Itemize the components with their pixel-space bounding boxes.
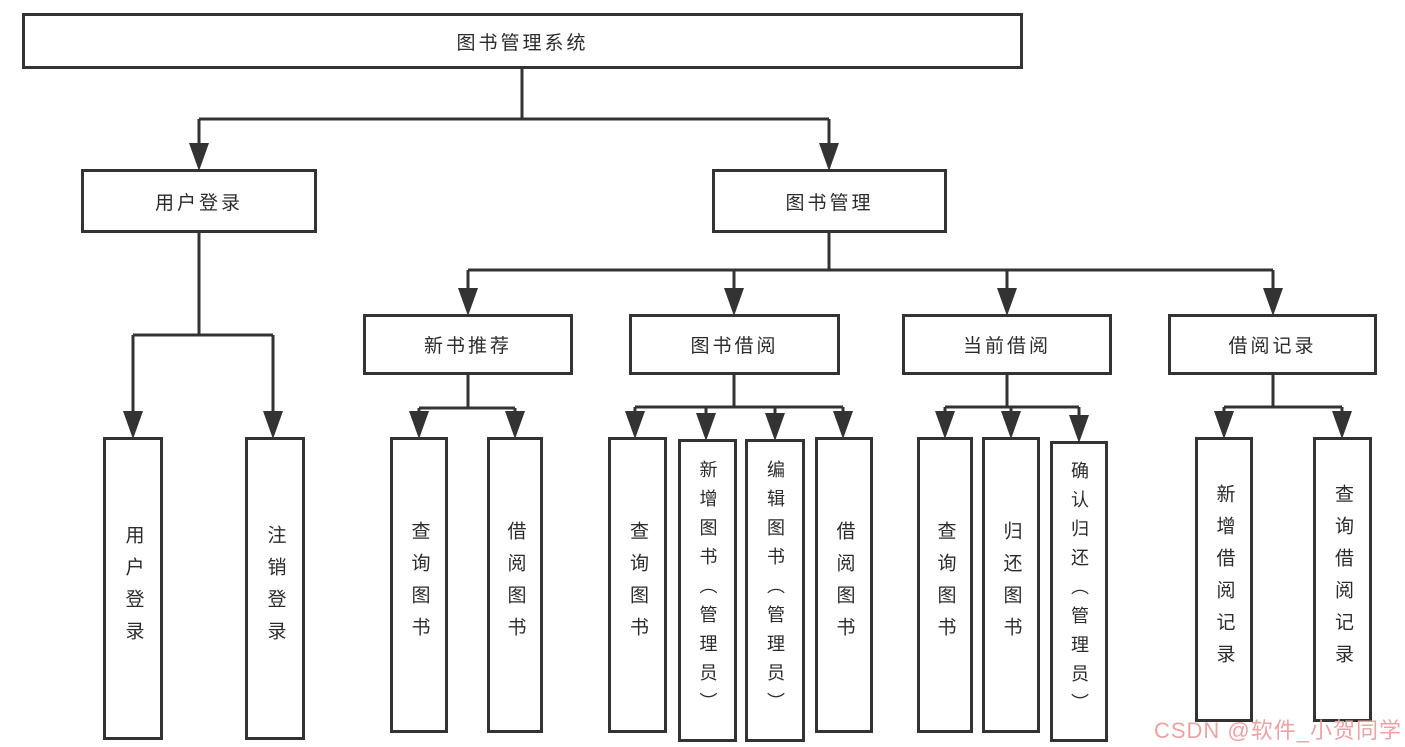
node-borrow-record: 借阅记录: [1168, 314, 1377, 375]
node-user-login-label: 用户登录: [154, 192, 243, 214]
node-leaf-bor-query-book-label: 查询图书: [627, 521, 648, 649]
node-leaf-bor-add-book: 新增图书（管理员）: [678, 439, 737, 742]
connector-paths: [131, 69, 1344, 420]
node-leaf-log-add-record-label: 新增借阅记录: [1213, 483, 1235, 676]
node-new-book-rec-label: 新书推荐: [423, 336, 512, 357]
node-leaf-logout-label: 注销登录: [264, 524, 286, 653]
node-leaf-cur-return-book: 归还图书: [982, 437, 1040, 733]
edge-book-borrow-split: [633, 375, 845, 418]
node-leaf-bor-edit-book-label: 编辑图书（管理员）: [765, 460, 785, 721]
node-leaf-rec-query-book-label: 查询图书: [408, 521, 430, 649]
node-root: 图书管理系统: [22, 13, 1023, 69]
node-leaf-bor-add-book-label: 新增图书（管理员）: [697, 460, 718, 721]
node-leaf-cur-return-book-label: 归还图书: [1000, 521, 1022, 649]
edge-book-mgmt-split: [466, 233, 1275, 293]
node-leaf-bor-borrow-book: 借阅图书: [815, 437, 873, 733]
node-leaf-cur-confirm-return: 确认归还（管理员）: [1050, 441, 1108, 742]
node-leaf-log-query-record-label: 查询借阅记录: [1332, 483, 1353, 676]
node-leaf-log-add-record: 新增借阅记录: [1195, 437, 1253, 722]
node-leaf-rec-borrow-book: 借阅图书: [487, 437, 543, 733]
node-book-borrow: 图书借阅: [629, 314, 840, 375]
node-book-mgmt: 图书管理: [712, 169, 947, 233]
node-leaf-rec-borrow-book-label: 借阅图书: [504, 521, 526, 649]
edge-user-login-split: [131, 233, 275, 416]
node-leaf-user-login-label: 用户登录: [122, 524, 144, 653]
node-root-label: 图书管理系统: [456, 32, 589, 54]
node-borrow-record-label: 借阅记录: [1228, 336, 1317, 357]
node-leaf-bor-borrow-book-label: 借阅图书: [833, 521, 855, 649]
edge-new-book-split: [417, 375, 517, 416]
arrowheads: [123, 143, 1352, 443]
node-new-book-rec: 新书推荐: [363, 314, 573, 375]
node-leaf-cur-query-book-label: 查询图书: [934, 521, 956, 649]
edge-borrow-record-split: [1222, 375, 1344, 416]
node-book-mgmt-label: 图书管理: [785, 192, 874, 214]
node-leaf-log-query-record: 查询借阅记录: [1313, 437, 1372, 722]
node-leaf-rec-query-book: 查询图书: [390, 437, 448, 733]
node-leaf-user-login: 用户登录: [103, 437, 163, 740]
node-book-borrow-label: 图书借阅: [690, 336, 779, 357]
csdn-watermark: CSDN @软件_小贺同学: [1153, 718, 1402, 743]
node-current-borrow: 当前借阅: [902, 314, 1112, 375]
node-leaf-cur-query-book: 查询图书: [917, 437, 973, 733]
node-user-login: 用户登录: [81, 169, 317, 233]
node-leaf-cur-confirm-return-label: 确认归还（管理员）: [1069, 461, 1089, 722]
node-leaf-bor-edit-book: 编辑图书（管理员）: [745, 439, 805, 742]
edge-root-split: [197, 69, 831, 148]
node-leaf-bor-query-book: 查询图书: [608, 437, 667, 733]
node-current-borrow-label: 当前借阅: [962, 336, 1051, 357]
node-leaf-logout: 注销登录: [245, 437, 305, 740]
